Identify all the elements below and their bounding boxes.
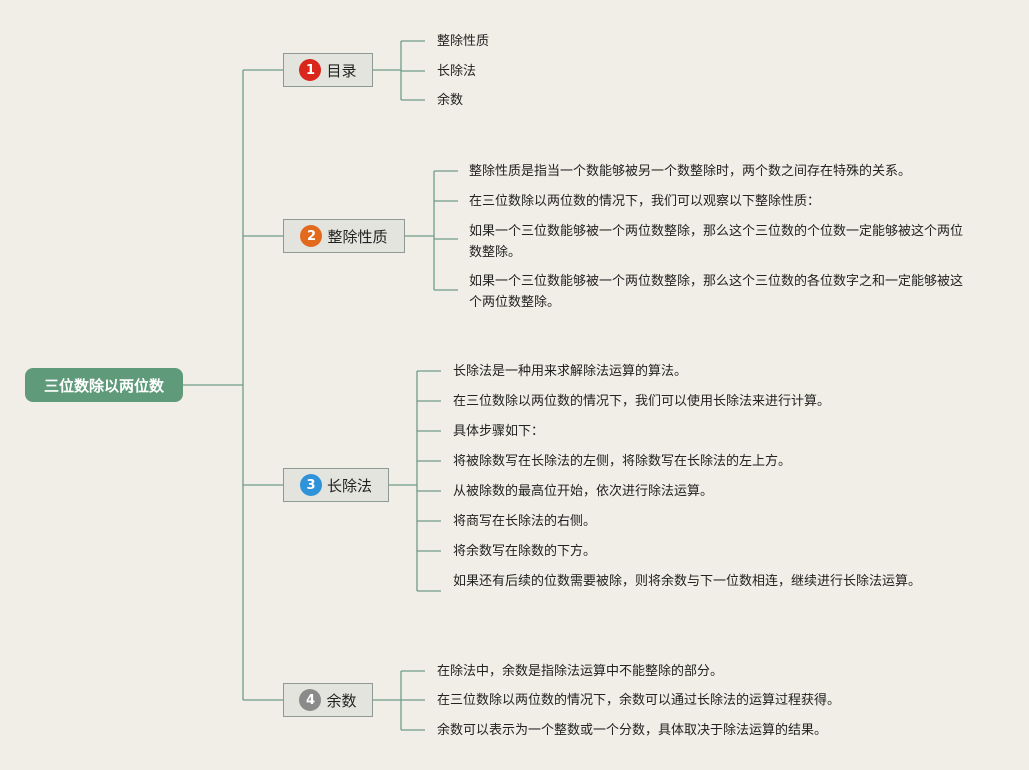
number-1-badge-icon: 1 (299, 59, 322, 81)
branch-label: 整除性质 (327, 227, 388, 246)
leaf-item: 余数可以表示为一个整数或一个分数，具体取决于除法运算的结果。 (437, 723, 828, 738)
leaf-item: 从被除数的最高位开始，依次进行除法运算。 (453, 484, 714, 499)
leaf-item: 在三位数除以两位数的情况下，我们可以观察以下整除性质： (469, 194, 821, 209)
leaf-item: 在除法中，余数是指除法运算中不能整除的部分。 (437, 664, 724, 679)
leaf-item: 余数 (437, 93, 464, 108)
leaf-item: 长除法是一种用来求解除法运算的算法。 (453, 364, 688, 379)
root-node[interactable]: 三位数除以两位数 (25, 368, 183, 402)
branch-node-2[interactable]: 2 整除性质 (283, 219, 405, 253)
root-label: 三位数除以两位数 (43, 376, 164, 395)
number-3-badge-icon: 3 (299, 474, 322, 496)
branch-label: 长除法 (326, 476, 372, 495)
leaf-item: 整除性质是指当一个数能够被另一个数整除时，两个数之间存在特殊的关系。 (469, 164, 912, 179)
leaf-item: 整除性质 (437, 34, 490, 49)
leaf-item: 将余数写在除数的下方。 (453, 544, 597, 559)
leaf-item: 如果还有后续的位数需要被除，则将余数与下一位数相连，继续进行长除法运算。 (453, 574, 922, 589)
leaf-item: 将被除数写在长除法的左侧，将除数写在长除法的左上方。 (453, 454, 792, 469)
branch-node-3[interactable]: 3 长除法 (283, 468, 389, 502)
leaf-item: 如果一个三位数能够被一个两位数整除，那么这个三位数的个位数一定能够被这个两位数整… (469, 224, 964, 260)
leaf-item: 将商写在长除法的右侧。 (453, 514, 597, 529)
number-4-badge-icon: 4 (299, 689, 322, 711)
leaf-item: 在三位数除以两位数的情况下，我们可以使用长除法来进行计算。 (453, 394, 831, 409)
branch-label: 目录 (326, 61, 357, 80)
leaf-item: 具体步骤如下： (453, 424, 545, 439)
branch-node-1[interactable]: 1 目录 (283, 53, 373, 87)
leaf-item: 长除法 (437, 64, 477, 79)
branch-node-4[interactable]: 4 余数 (283, 683, 373, 717)
number-2-badge-icon: 2 (300, 225, 323, 247)
leaf-item: 在三位数除以两位数的情况下，余数可以通过长除法的运算过程获得。 (437, 693, 841, 708)
branch-label: 余数 (326, 691, 357, 710)
leaf-item: 如果一个三位数能够被一个两位数整除，那么这个三位数的各位数字之和一定能够被这个两… (469, 274, 964, 310)
